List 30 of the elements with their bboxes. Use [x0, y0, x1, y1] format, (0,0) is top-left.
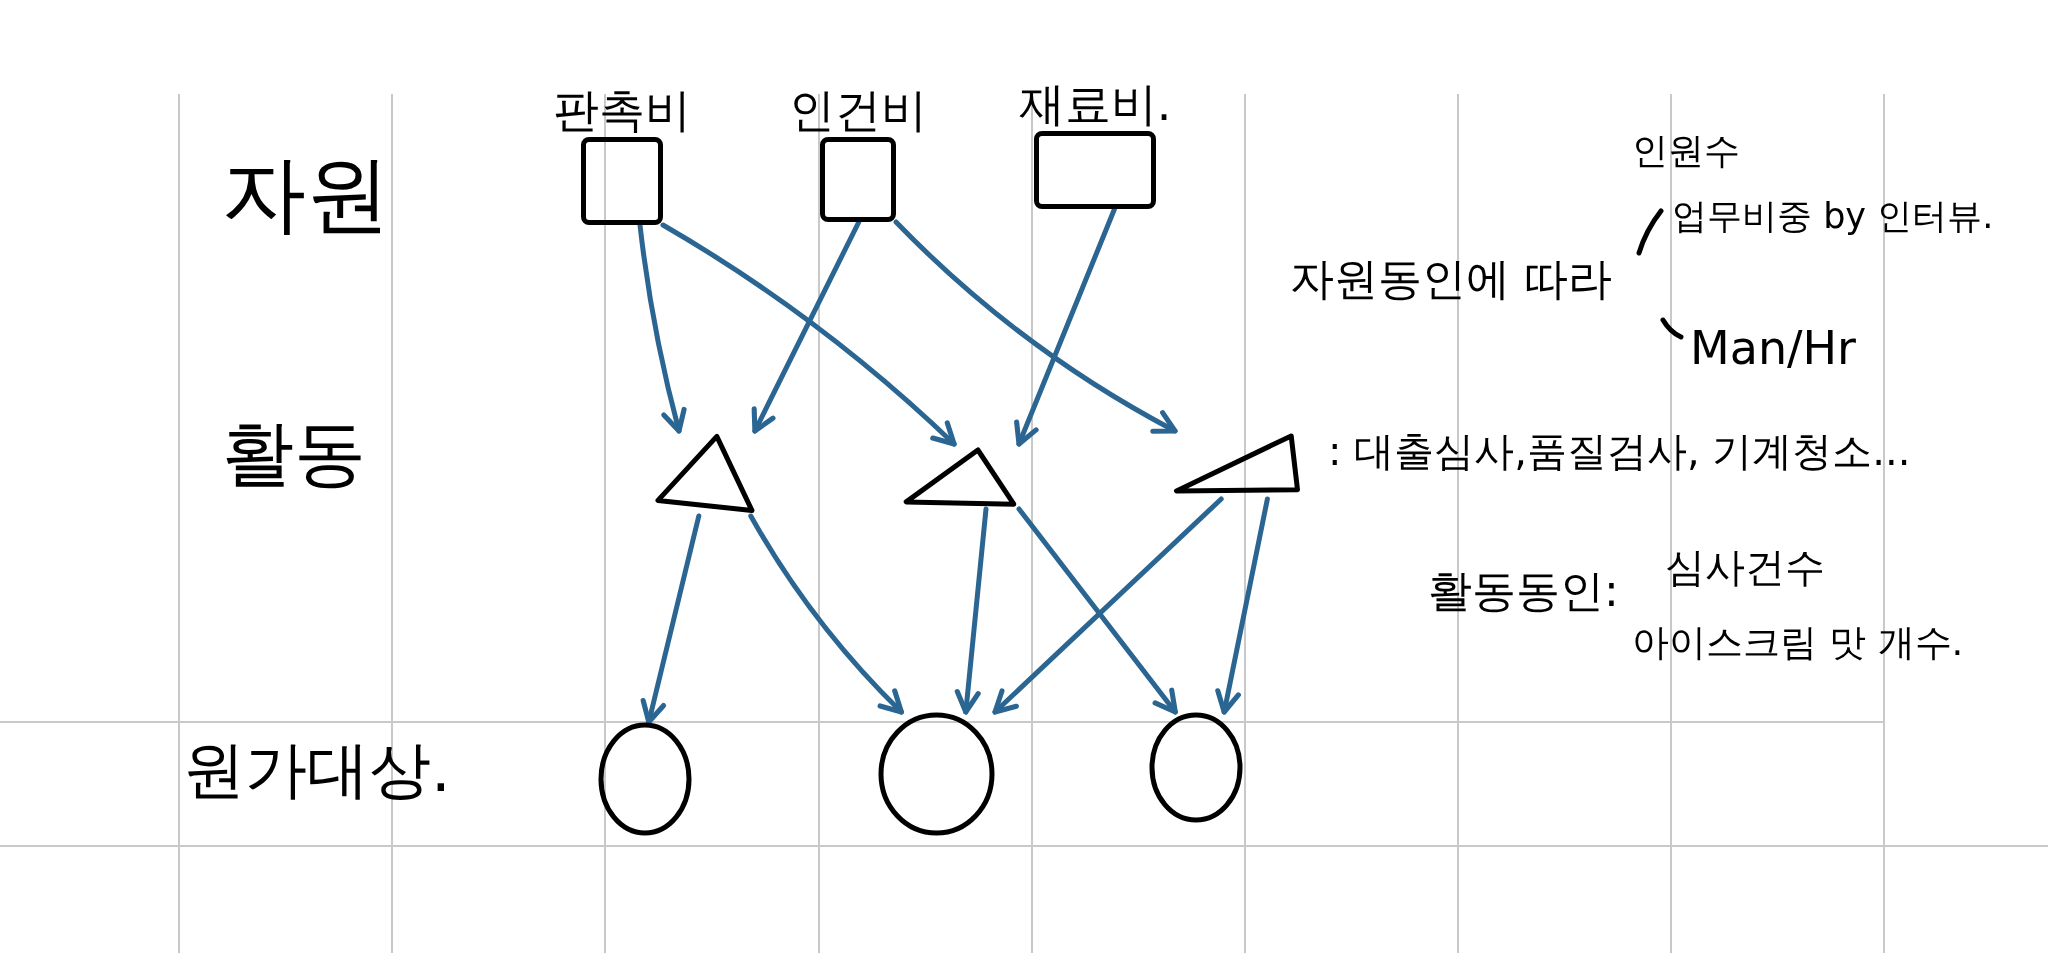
arrow — [893, 219, 1178, 434]
circle-shape — [598, 722, 692, 836]
note-text: 아이스크림 맛 개수. — [1632, 622, 1964, 665]
arrow — [1014, 206, 1117, 447]
arrow — [751, 219, 862, 434]
note-text: 업무비중 by 인터뷰. — [1672, 196, 1994, 237]
circle-shape — [878, 712, 995, 836]
note-text: 활동동인: — [1428, 566, 1619, 617]
node-label: 판촉비 — [553, 85, 691, 136]
row-label: 활동 — [222, 412, 366, 495]
triangle-shape — [653, 431, 757, 516]
node-label: 인건비 — [789, 85, 927, 136]
arrow — [992, 496, 1224, 715]
circle-shape — [1149, 712, 1243, 823]
note-text: : 대출심사,품질검사, 기계청소... — [1328, 428, 1911, 474]
arrow — [1016, 506, 1178, 715]
arrow — [954, 506, 989, 715]
arrow — [1215, 496, 1270, 715]
note-text: 자원동인에 따라 — [1290, 254, 1612, 305]
row-label: 원가대상. — [183, 734, 451, 806]
row-label: 자원 — [222, 146, 390, 243]
arrow — [637, 222, 687, 434]
node-label: 재료비. — [1018, 79, 1172, 130]
note-text: 인원수 — [1632, 130, 1740, 172]
arrow — [660, 222, 957, 447]
triangle-shape — [901, 444, 1019, 509]
arrow — [640, 513, 702, 725]
note-text: Man/Hr — [1690, 322, 1857, 375]
arrow — [748, 513, 904, 715]
note-text: 심사건수 — [1665, 544, 1825, 590]
